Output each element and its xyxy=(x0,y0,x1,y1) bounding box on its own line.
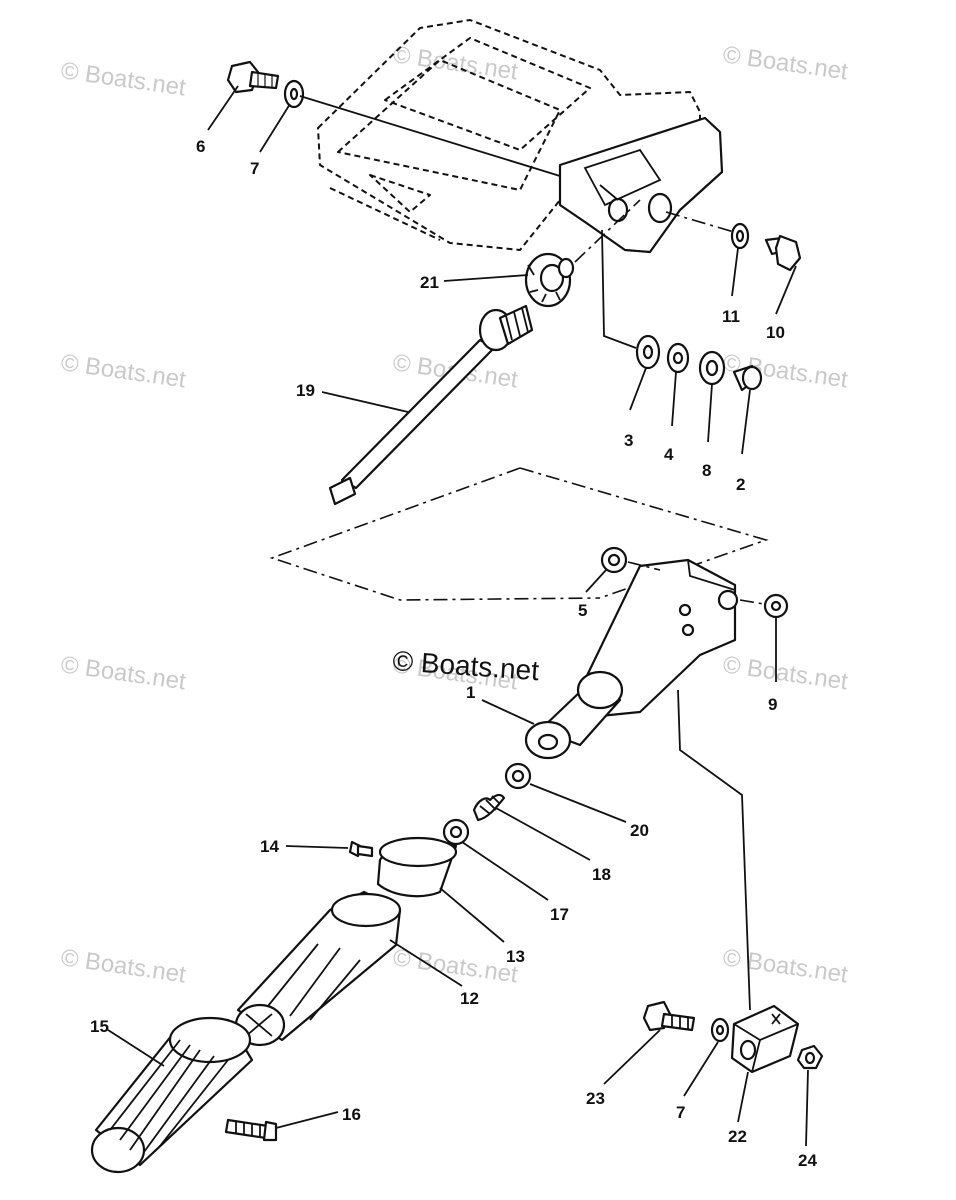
callout-7: 7 xyxy=(250,159,259,178)
callout-2: 2 xyxy=(736,475,745,494)
bolt xyxy=(764,234,802,272)
washer xyxy=(283,79,305,109)
bushing xyxy=(600,546,628,574)
washer xyxy=(730,222,750,250)
callout-10: 10 xyxy=(766,323,785,342)
callout-11: 11 xyxy=(722,307,740,326)
watermark: © Boats.net xyxy=(721,41,850,85)
callout-13: 13 xyxy=(506,947,525,966)
callout-15: 15 xyxy=(90,1017,109,1036)
screw xyxy=(224,1118,278,1142)
bolt xyxy=(642,1000,696,1032)
callout-16: 16 xyxy=(342,1105,361,1124)
spring xyxy=(472,793,506,822)
watermark: © Boats.net xyxy=(721,944,850,988)
callout-4: 4 xyxy=(664,445,674,464)
watermark: © Boats.net xyxy=(721,651,850,695)
watermark: © Boats.net xyxy=(59,349,188,393)
washer xyxy=(442,818,470,846)
callout-14: 14 xyxy=(260,837,279,856)
callout-19: 19 xyxy=(296,381,315,400)
callout-12: 12 xyxy=(460,989,479,1008)
callout-23: 23 xyxy=(586,1089,605,1108)
grip-insert xyxy=(234,890,402,1047)
callout-24: 24 xyxy=(798,1151,817,1170)
watermark: © Boats.net xyxy=(391,41,520,85)
callout-21: 21 xyxy=(420,273,439,292)
swivel-bracket-housing xyxy=(317,19,724,254)
leader-lines xyxy=(107,85,809,1147)
bevel-gear xyxy=(524,252,575,308)
callout-3: 3 xyxy=(624,431,633,450)
screw xyxy=(348,840,374,858)
handle-grip xyxy=(90,1016,254,1174)
pivot-bolt xyxy=(226,60,280,94)
callout-18: 18 xyxy=(592,865,611,884)
callout-1: 1 xyxy=(466,683,475,702)
bushing xyxy=(763,593,789,619)
washer xyxy=(710,1017,730,1043)
washer xyxy=(635,334,661,370)
callout-labels: 6 7 21 11 10 19 3 4 8 2 5 9 1 20 18 17 1… xyxy=(90,137,817,1170)
watermark: © Boats.net xyxy=(59,57,188,101)
washer xyxy=(698,350,726,386)
watermark: © Boats.net xyxy=(59,651,188,695)
callout-17: 17 xyxy=(550,905,569,924)
nut xyxy=(796,1044,824,1070)
steering-arm xyxy=(524,558,739,760)
callout-9: 9 xyxy=(768,695,777,714)
callout-8: 8 xyxy=(702,461,711,480)
steering-shaft xyxy=(328,304,534,506)
spacer xyxy=(666,342,690,374)
callout-22: 22 xyxy=(728,1127,747,1146)
watermark: © Boats.net xyxy=(59,944,188,988)
clamp-block xyxy=(730,1004,800,1074)
callout-6: 6 xyxy=(196,137,205,156)
callout-20: 20 xyxy=(630,821,649,840)
washer xyxy=(504,762,532,790)
bushing xyxy=(732,364,763,392)
callout-7: 7 xyxy=(676,1103,685,1122)
retaining-band xyxy=(376,836,458,898)
callout-5: 5 xyxy=(578,601,587,620)
